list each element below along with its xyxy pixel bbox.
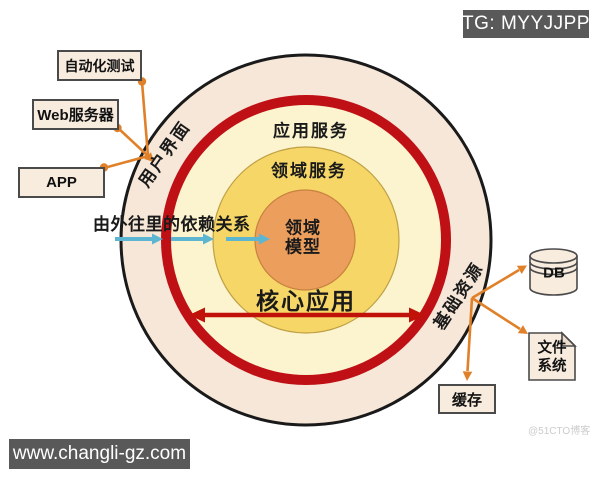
file-system-label-line2: 系统 (537, 358, 567, 374)
dependency-direction-note: 由外往里的依赖关系 (93, 215, 251, 234)
dependency-arrows-blue (115, 233, 270, 245)
application-services-label: 应用服务 (273, 121, 349, 141)
file-system-label: 文件 系统 (538, 341, 567, 376)
node-cache-label: 缓存 (451, 391, 482, 409)
file-system-label-line1: 文件 (537, 340, 567, 357)
database-label: DB (543, 264, 565, 282)
node-automated-testing: 自动化测试 (57, 50, 142, 81)
database-icon (529, 248, 578, 296)
node-web-server: Web服务器 (32, 99, 119, 130)
core-application-span-arrow (189, 307, 425, 323)
node-web-server-label: Web服务器 (37, 107, 114, 124)
website-badge: www.changli-gz.com (9, 439, 190, 469)
domain-model-label: 领域 模型 (285, 218, 321, 257)
domain-model-label-line1: 领域 (285, 218, 321, 238)
node-app-label: APP (46, 174, 77, 191)
core-application-label: 核心应用 (256, 288, 356, 314)
tg-badge: TG: MYYJJPP (462, 10, 589, 38)
document-icon (528, 331, 577, 381)
blog-watermark: @51CTO博客 (528, 426, 591, 437)
node-app: APP (18, 167, 105, 198)
domain-services-label: 领域服务 (271, 161, 347, 181)
domain-model-label-line2: 模型 (285, 237, 321, 256)
connector-arrowhead (144, 152, 154, 162)
node-cache: 缓存 (438, 384, 496, 414)
infra-connector-lines (462, 265, 528, 381)
node-automated-testing-label: 自动化测试 (64, 57, 135, 74)
